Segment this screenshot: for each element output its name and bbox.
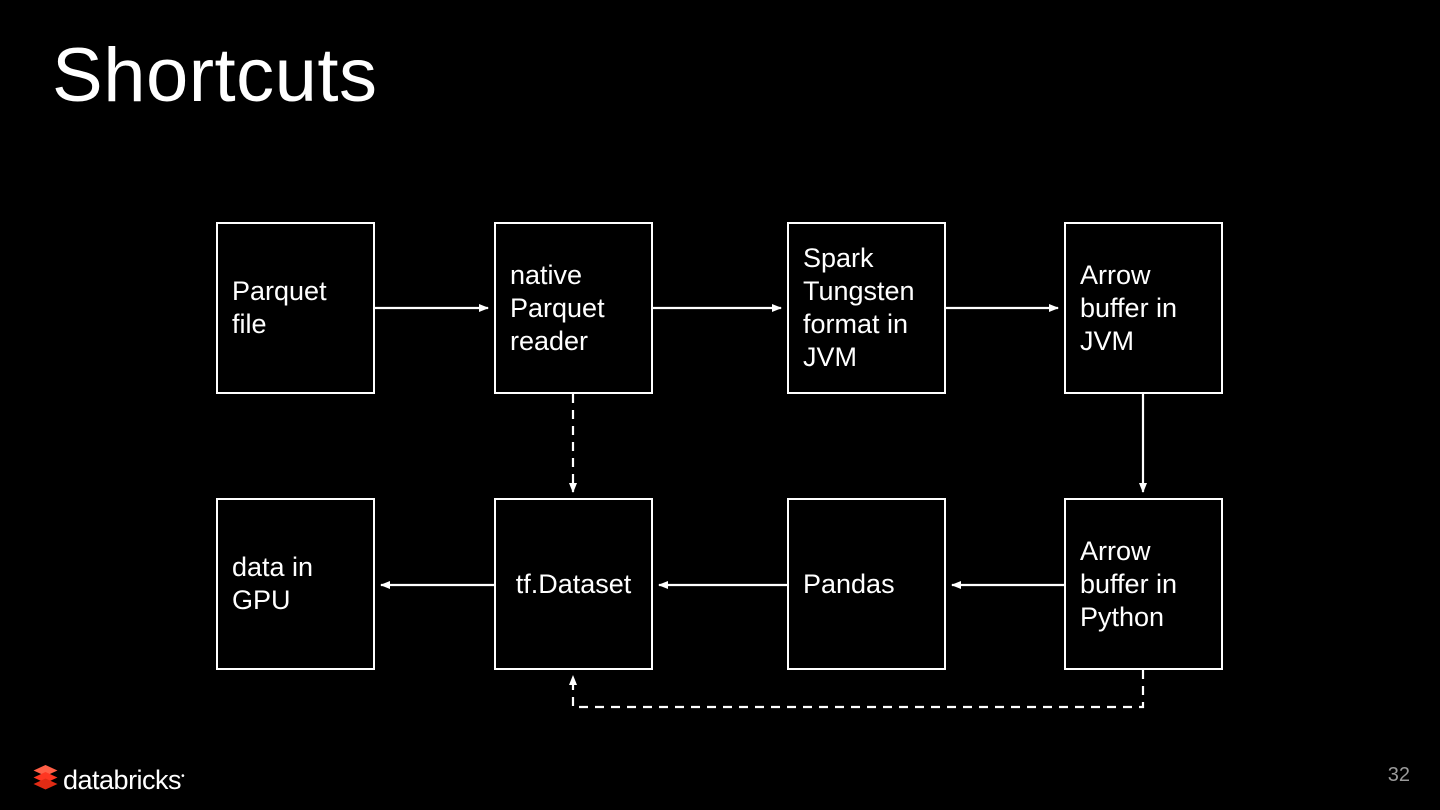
node-spark-tungsten[interactable]: Spark Tungsten format in JVM [787,222,946,394]
trademark-mark: • [181,770,185,782]
node-label: data in GPU [232,552,314,615]
node-label: Arrow buffer in JVM [1080,259,1178,356]
node-label: Spark Tungsten format in JVM [803,243,915,372]
node-tf-dataset[interactable]: tf.Dataset [494,498,653,670]
node-arrow-buffer-jvm[interactable]: Arrow buffer in JVM [1064,222,1223,394]
edge-arrow-python-to-tf-dataset-shortcut [569,670,1145,709]
node-pandas[interactable]: Pandas [787,498,946,670]
databricks-logo-icon [33,764,58,790]
node-arrow-buffer-python[interactable]: Arrow buffer in Python [1064,498,1223,670]
node-native-parquet-reader[interactable]: native Parquet reader [494,222,653,394]
node-data-in-gpu[interactable]: data in GPU [216,498,375,670]
databricks-wordmark: databricks• [63,763,185,795]
node-parquet-file[interactable]: Parquet file [216,222,375,394]
node-label: Pandas [803,568,895,599]
brand-name: databricks [63,764,182,795]
node-label: Parquet file [232,276,327,339]
page-title: Shortcuts [52,33,378,118]
node-label: native Parquet reader [510,259,605,356]
node-label: Arrow buffer in Python [1080,535,1178,632]
databricks-logo: databricks• [33,762,185,795]
node-label: tf.Dataset [515,568,632,599]
page-number: 32 [1387,764,1410,786]
